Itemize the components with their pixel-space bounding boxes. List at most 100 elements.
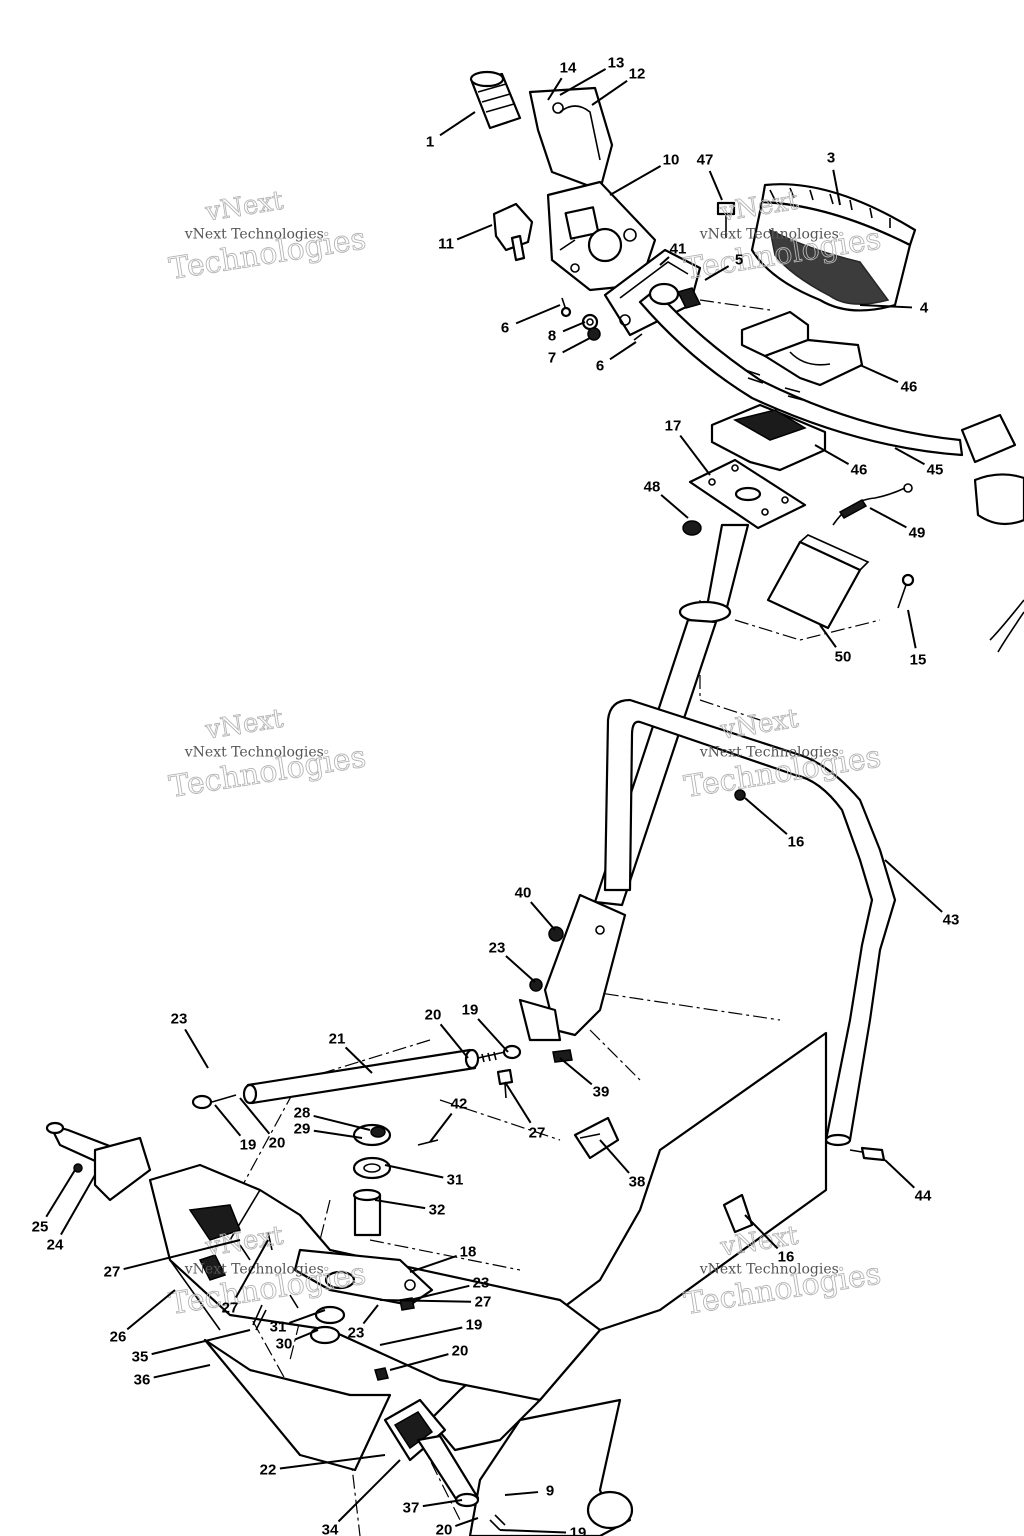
handlebar-pad-part-3-4 (750, 183, 917, 312)
bracket-part-50 (766, 534, 870, 630)
callout-16: 16 (744, 1214, 794, 1266)
steering-plate-part-17 (688, 458, 807, 530)
callout-number: 36 (134, 1372, 151, 1389)
callout-28: 28 (294, 1105, 371, 1131)
callout-number: 30 (276, 1336, 293, 1353)
callout-leader (659, 256, 670, 266)
callout-leader (409, 1254, 457, 1273)
callout-27: 27 (222, 1239, 269, 1317)
callout-31: 31 (384, 1164, 463, 1189)
callout-leader (504, 1491, 539, 1496)
callout-number: 3 (827, 150, 835, 167)
callout-number: 1 (426, 134, 434, 151)
callout-leader (814, 444, 850, 465)
callout-number: 27 (529, 1125, 546, 1142)
callout-32: 32 (374, 1199, 445, 1219)
callout-leader (704, 265, 730, 281)
callout-leader (505, 955, 536, 983)
callout-number: 23 (348, 1325, 365, 1342)
callout-number: 27 (222, 1300, 239, 1317)
pivot-bushings-28-32 (352, 1123, 439, 1237)
callout-number: 7 (548, 350, 556, 367)
callout-number: 37 (403, 1500, 420, 1517)
watermark-caption: vNext Technologies (699, 744, 839, 760)
callout-leader (559, 68, 607, 96)
callout-leader (279, 1454, 386, 1470)
callout-number: 45 (927, 462, 944, 479)
clamp-upper-part-46 (740, 310, 864, 387)
callout-leader (609, 341, 637, 361)
callout-number: 20 (452, 1343, 469, 1360)
callout-36: 36 (134, 1364, 211, 1389)
watermark-caption: vNext Technologies (184, 1261, 324, 1277)
callout-leader (337, 1459, 401, 1523)
callout-number: 6 (501, 320, 509, 337)
spindle-left-part-24 (45, 1121, 152, 1202)
callout-number: 21 (329, 1031, 346, 1048)
callout-6: 6 (501, 304, 561, 337)
callout-leader (869, 507, 907, 529)
watermark-caption: vNext Technologies (184, 226, 324, 242)
callout-leader (294, 1329, 319, 1341)
callout-19: 19 (214, 1104, 256, 1154)
callout-27: 27 (104, 1239, 241, 1281)
callout-29: 29 (294, 1121, 363, 1139)
callout-number: 6 (596, 358, 604, 375)
callout-leader (126, 1289, 176, 1331)
callout-number: 49 (909, 525, 926, 542)
callout-number: 27 (104, 1264, 121, 1281)
callout-leader (477, 1018, 509, 1053)
side-wires (989, 599, 1024, 653)
bracket-part-12 (528, 86, 614, 192)
callout-number: 24 (47, 1237, 64, 1254)
callout-9: 9 (504, 1483, 554, 1500)
callout-46: 46 (859, 364, 917, 396)
callout-number: 34 (322, 1522, 339, 1536)
callout-5: 5 (704, 252, 743, 281)
watermark-brand: vNext (203, 186, 286, 228)
callout-number: 29 (294, 1121, 311, 1138)
switch-part-11 (492, 202, 534, 262)
callout-number: 50 (835, 649, 852, 666)
callout-number: 40 (515, 885, 532, 902)
screw-part-47 (716, 201, 736, 238)
callout-leader (374, 1199, 426, 1210)
callout-leader (429, 1112, 453, 1143)
callout-27: 27 (504, 1081, 546, 1142)
callout-number: 15 (910, 652, 927, 669)
callout-6: 6 (596, 341, 637, 375)
callout-43: 43 (884, 859, 959, 929)
callout-27: 27 (379, 1294, 491, 1311)
callout-leader (562, 337, 591, 354)
callout-11: 11 (438, 224, 493, 253)
callout-leader (313, 1114, 371, 1131)
callout-leader (439, 1023, 469, 1059)
spindle-right-part-22 (383, 1398, 506, 1531)
callout-8: 8 (548, 321, 586, 345)
callout-number: 28 (294, 1105, 311, 1122)
callout-41: 41 (659, 241, 687, 266)
callout-number: 44 (915, 1188, 932, 1205)
callout-leader (379, 1326, 463, 1346)
callout-14: 14 (547, 60, 577, 101)
callout-leader (439, 111, 476, 137)
callout-23: 23 (348, 1304, 379, 1342)
callout-19: 19 (499, 1525, 586, 1536)
callout-leader (389, 1353, 449, 1371)
callout-24: 24 (47, 1174, 96, 1254)
callout-number: 23 (473, 1275, 490, 1292)
callout-number: 20 (269, 1135, 286, 1152)
callout-number: 46 (851, 462, 868, 479)
callout-leader (313, 1129, 363, 1139)
callout-leader (744, 797, 788, 835)
callout-47: 47 (697, 152, 723, 201)
callout-20: 20 (425, 1007, 469, 1059)
callout-number: 41 (670, 241, 687, 258)
watermark-caption: vNext Technologies (699, 1261, 839, 1277)
callout-leader (454, 1517, 479, 1527)
callout-23: 23 (409, 1275, 490, 1301)
